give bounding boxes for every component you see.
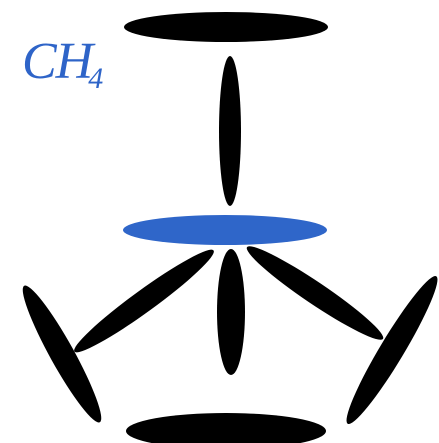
outer-right-ellipse <box>337 270 439 430</box>
middle-right-ellipse <box>241 238 389 348</box>
top-horizontal-ellipse <box>124 12 328 42</box>
outer-left-ellipse <box>14 280 111 428</box>
bottom-horizontal-ellipse <box>126 413 326 443</box>
middle-left-ellipse <box>68 242 220 361</box>
center-ellipse <box>123 215 327 245</box>
middle-vertical-ellipse <box>217 249 245 375</box>
top-vertical-ellipse <box>219 56 241 206</box>
